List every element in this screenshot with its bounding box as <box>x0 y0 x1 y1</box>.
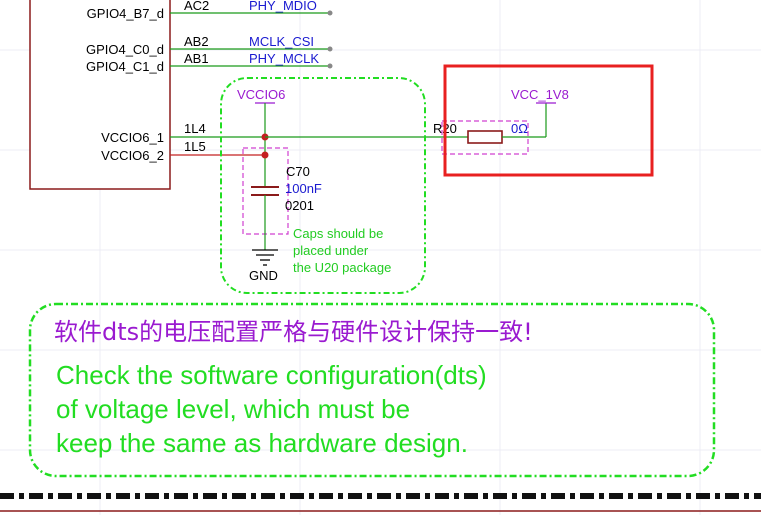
main-note-en-line-1: Check the software configuration(dts) <box>56 360 487 390</box>
ground-symbol[interactable]: GND <box>249 249 278 283</box>
pin-ball: AB1 <box>184 51 209 66</box>
capacitor-c70[interactable]: C70 100nF 0201 <box>242 147 322 250</box>
ic-pin-gpio4-c1[interactable]: GPIO4_C1_d AB1 PHY_MCLK <box>86 51 333 74</box>
cap-note-line-2: placed under <box>293 243 369 258</box>
power-port-vcc-1v8[interactable]: VCC_1V8 <box>511 87 569 104</box>
power-label-vcc-1v8: VCC_1V8 <box>511 87 569 102</box>
pin-name: GPIO4_C0_d <box>86 42 164 57</box>
ic-pin-gpio4-c0[interactable]: GPIO4_C0_d AB2 MCLK_CSI <box>86 34 333 57</box>
main-note-chinese: 软件dts的电压配置严格与硬件设计保持一致! <box>54 318 533 346</box>
pin-ball: 1L5 <box>184 139 206 154</box>
pin-ball: AC2 <box>184 0 209 13</box>
cap-value: 100nF <box>285 181 322 196</box>
ic-pin-vccio6-1[interactable]: VCCIO6_1 1L4 <box>101 121 265 145</box>
highlight-box <box>443 64 654 177</box>
pin-name: VCCIO6_1 <box>101 130 164 145</box>
cap-package: 0201 <box>285 198 314 213</box>
pin-ball: 1L4 <box>184 121 206 136</box>
pin-ball: AB2 <box>184 34 209 49</box>
power-port-vccio6[interactable]: VCCIO6 <box>237 87 285 137</box>
res-value: 0Ω <box>511 121 528 136</box>
decoupling-outline <box>220 77 426 294</box>
pin-name: GPIO4_C1_d <box>86 59 164 74</box>
pin-name: GPIO4_B7_d <box>87 6 164 21</box>
ic-pin-gpio4-b7[interactable]: GPIO4_B7_d AC2 PHY_MDIO <box>87 0 333 21</box>
net-label-phy-mdio[interactable]: PHY_MDIO <box>249 0 317 13</box>
cap-note-line-3: the U20 package <box>293 260 391 275</box>
ic-body[interactable] <box>29 0 171 190</box>
res-designator-box <box>441 120 529 155</box>
net-label-mclk-csi[interactable]: MCLK_CSI <box>249 34 314 49</box>
cap-note-line-1: Caps should be <box>293 226 383 241</box>
ground-label: GND <box>249 268 278 283</box>
cap-ref: C70 <box>286 164 310 179</box>
net-label-phy-mclk[interactable]: PHY_MCLK <box>249 51 319 66</box>
pin-name: VCCIO6_2 <box>101 148 164 163</box>
cap-placement-note: Caps should be placed under the U20 pack… <box>293 226 391 275</box>
main-note-en-line-3: keep the same as hardware design. <box>56 428 468 458</box>
ic-pin-vccio6-2[interactable]: VCCIO6_2 1L5 <box>101 139 265 163</box>
power-label-vccio6: VCCIO6 <box>237 87 285 102</box>
junction-dot <box>261 151 269 159</box>
main-note-en-line-2: of voltage level, which must be <box>56 394 410 424</box>
main-note-outline <box>28 302 716 478</box>
